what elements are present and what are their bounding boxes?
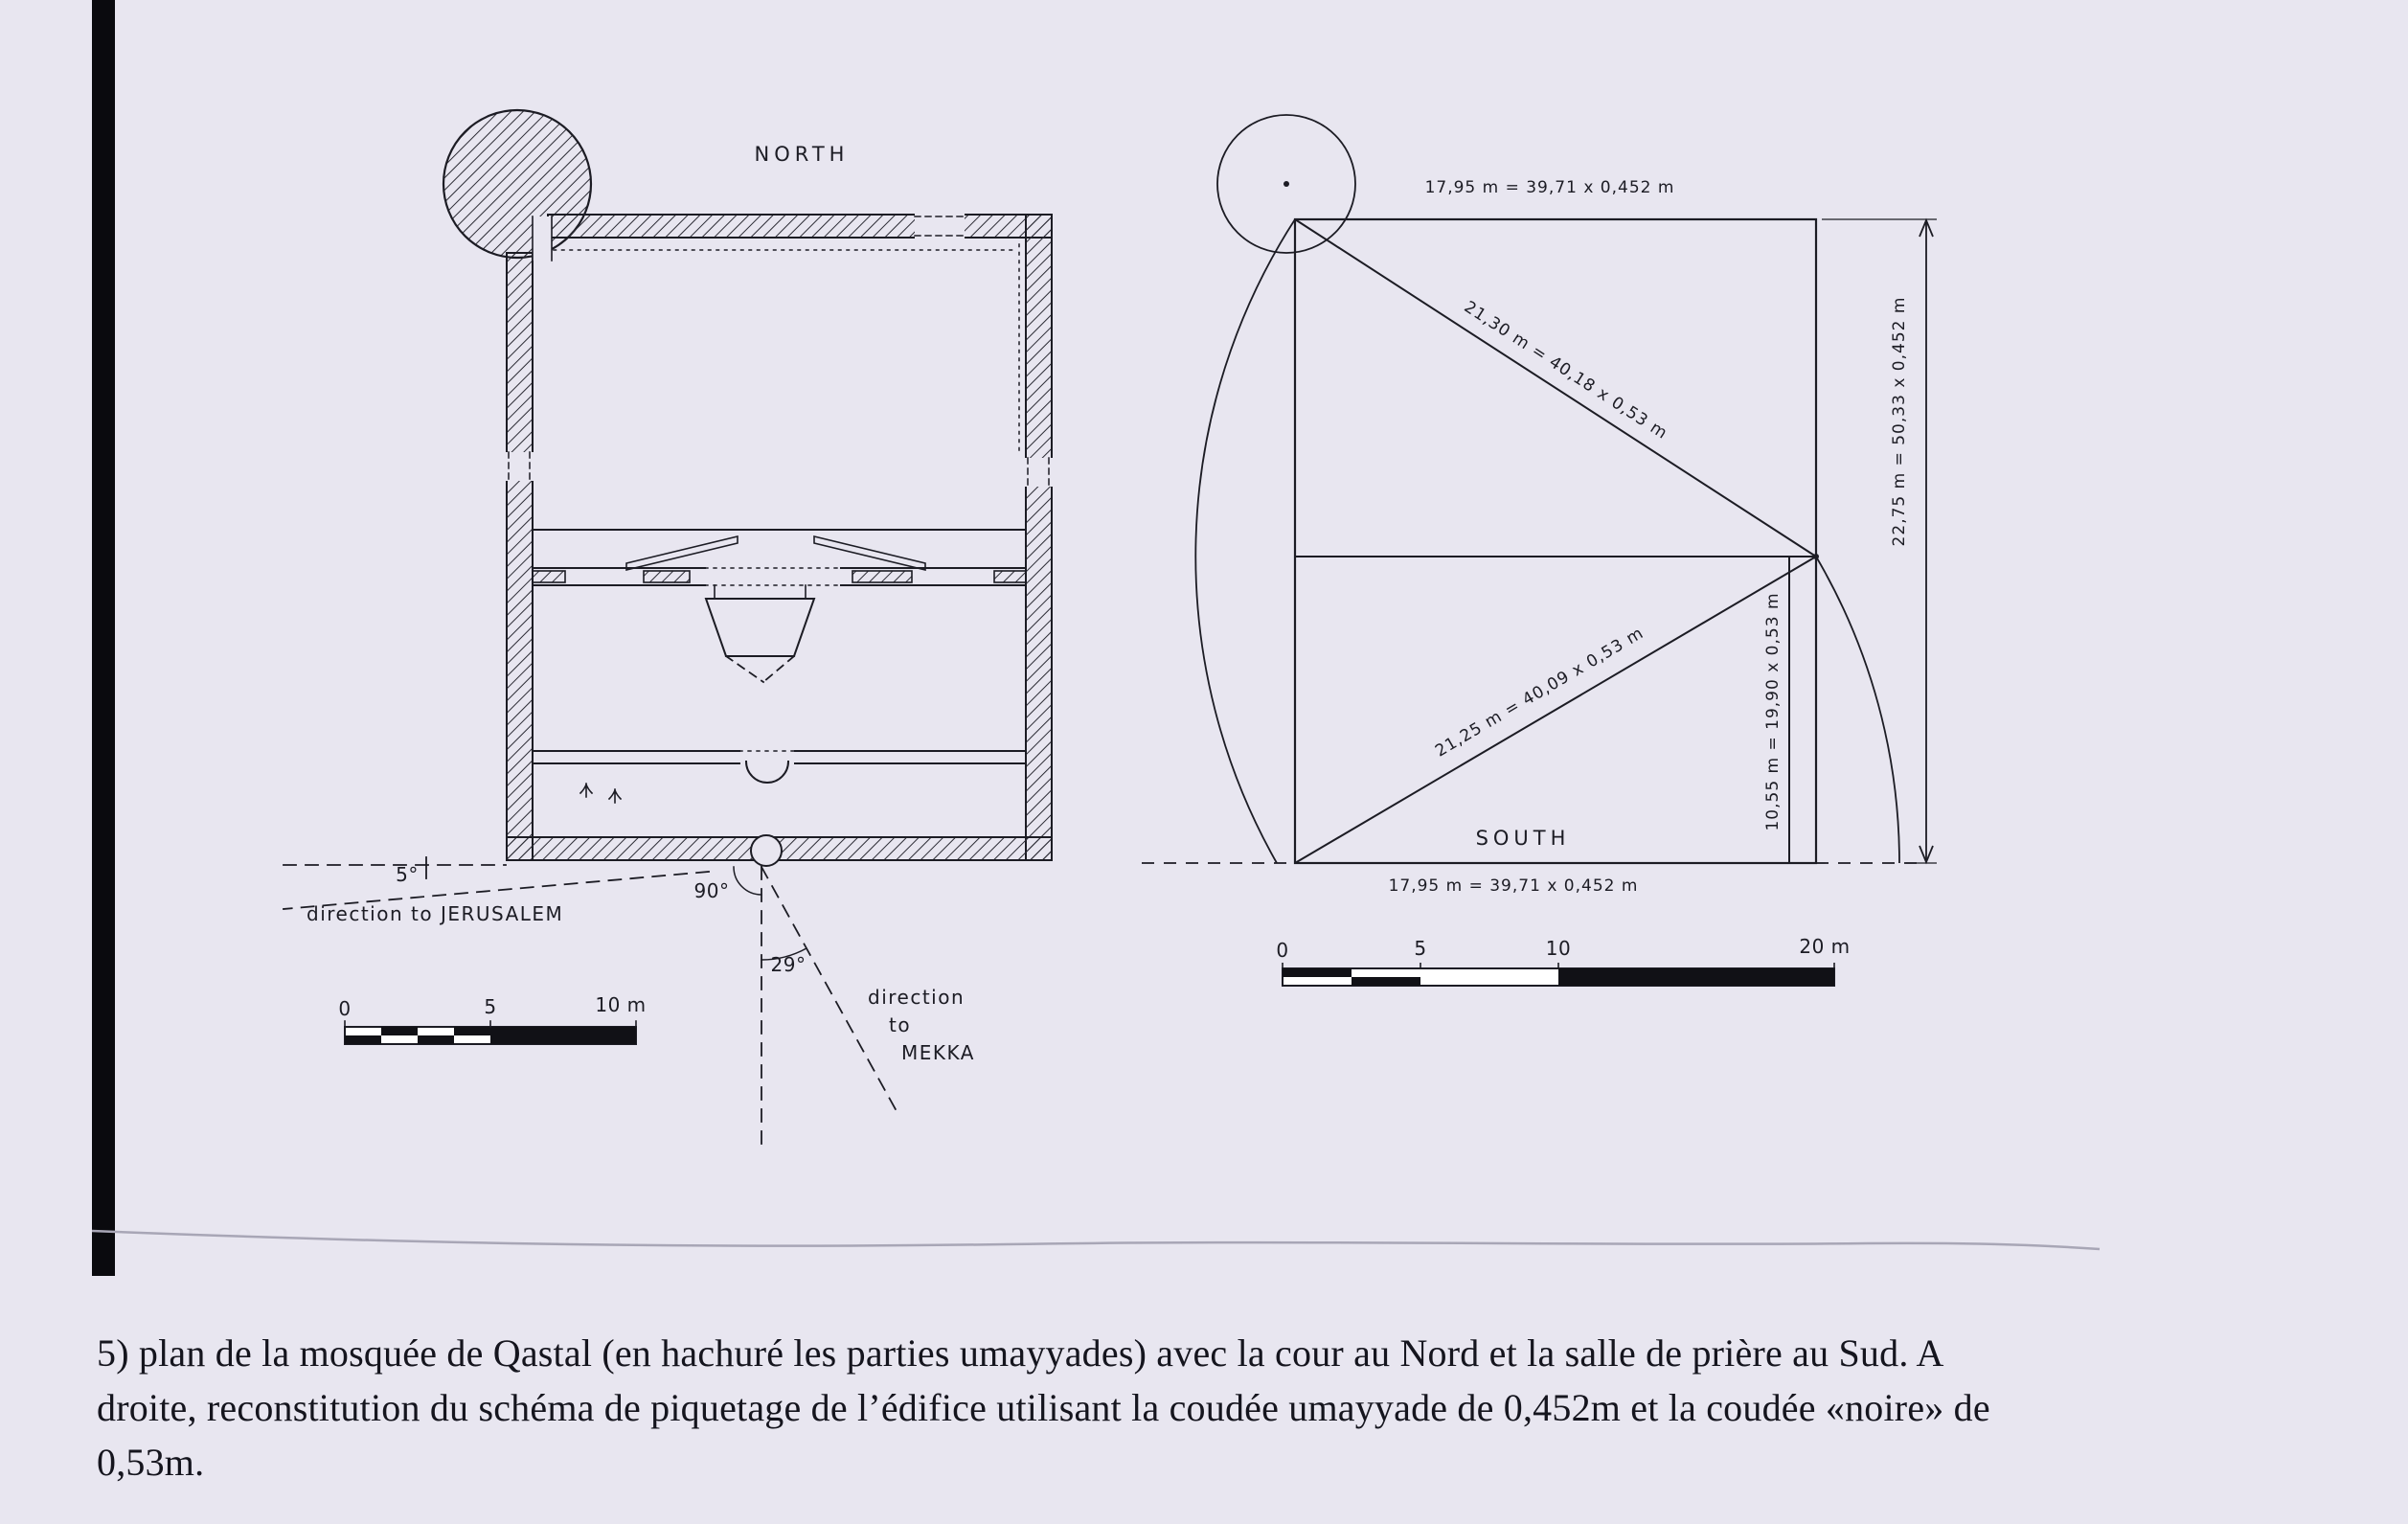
page-edge-curve — [91, 1229, 2101, 1251]
right-angle-label: 90° — [694, 879, 730, 902]
tower-passage — [533, 216, 552, 261]
mekka-direction-line — [760, 865, 898, 1113]
dome-bay-dashed — [724, 654, 796, 684]
north-label: NORTH — [755, 143, 850, 166]
scheme-scale-5: 5 — [1414, 937, 1426, 960]
door-leaf-east — [813, 535, 926, 572]
arcade-pier — [532, 570, 566, 583]
jerusalem-angle-label: 5° — [396, 863, 419, 886]
plan-scale-0: 0 — [338, 997, 351, 1020]
scheme-scale-0: 0 — [1276, 939, 1288, 962]
orientation-annotations — [283, 856, 898, 1146]
right-dimension-label: 22,75 m = 50,33 x 0,452 m — [1890, 297, 1909, 547]
plan-scale-bar: 0 5 10 m — [338, 993, 646, 1045]
caption-line-1: 5) plan de la mosquée de Qastal (en hach… — [97, 1331, 1944, 1375]
cord-arc-right — [1815, 556, 1900, 864]
caption-line-2: droite, reconstitution du schéma de piqu… — [97, 1386, 1990, 1429]
plant-glyph — [579, 783, 623, 804]
arcade-pier — [993, 570, 1027, 583]
prayer-hall — [532, 529, 1027, 804]
lower-diagonal-label: 21,25 m = 40,09 x 0,53 m — [1432, 624, 1647, 762]
setting-out-scheme: 17,95 m = 39,71 x 0,452 m 21,30 m = 40,1… — [1142, 114, 1937, 987]
scheme-upper-diagonal — [1294, 218, 1817, 557]
mihrab — [750, 834, 783, 867]
inner-arch — [744, 760, 790, 784]
door-leaf-west — [625, 535, 738, 572]
jerusalem-direction-label: direction to JERUSALEM — [307, 902, 563, 925]
south-label: SOUTH — [1476, 827, 1571, 850]
scheme-square — [1293, 217, 1818, 865]
cord-arc-left — [1194, 218, 1296, 864]
angle-arc-29 — [761, 946, 808, 961]
scheme-tower-circle — [1216, 114, 1356, 254]
mekka-direction-label-3: MEKKA — [901, 1041, 975, 1064]
scheme-scale-bar: 0 5 10 20 m — [1276, 935, 1850, 987]
mosque-plan: NORTH — [283, 108, 1054, 1146]
plan-scale-5: 5 — [484, 995, 496, 1018]
figure-drawing: NORTH — [91, 0, 2101, 1276]
scheme-scale-10: 10 — [1546, 937, 1571, 960]
west-wall — [506, 252, 534, 861]
caption-line-3: 0,53m. — [97, 1441, 205, 1484]
bottom-dimension-label: 17,95 m = 39,71 x 0,452 m — [1389, 876, 1639, 896]
inner-vertical-label: 10,55 m = 19,90 x 0,53 m — [1763, 592, 1783, 830]
east-wall — [1025, 214, 1053, 861]
plan-scale-10: 10 m — [595, 993, 646, 1016]
jerusalem-direction-line — [283, 871, 710, 910]
top-dimension-label: 17,95 m = 39,71 x 0,452 m — [1425, 178, 1675, 197]
upper-diagonal-label: 21,30 m = 40,18 x 0,53 m — [1461, 298, 1671, 444]
courtyard-dotted-lines — [553, 243, 1020, 451]
wall-openings — [505, 213, 1054, 488]
scan-artifacts — [91, 0, 2101, 1276]
height-dimension — [1822, 217, 1937, 865]
arcade-pier — [852, 570, 913, 583]
scheme-tower-center-dot — [1284, 181, 1289, 187]
dome-bay — [704, 598, 816, 657]
scan-black-bar — [92, 0, 115, 1276]
scheme-scale-20: 20 m — [1799, 935, 1850, 958]
figure-caption: 5) plan de la mosquée de Qastal (en hach… — [97, 1326, 2338, 1490]
arcade-pier — [643, 570, 691, 583]
north-wall — [547, 214, 1053, 239]
scheme-lower-diagonal — [1294, 556, 1817, 864]
mekka-direction-label-1: direction — [868, 986, 965, 1009]
mekka-direction-label-2: to — [889, 1013, 911, 1036]
angle-arc-90 — [733, 866, 762, 896]
mekka-angle-label: 29° — [771, 953, 806, 976]
